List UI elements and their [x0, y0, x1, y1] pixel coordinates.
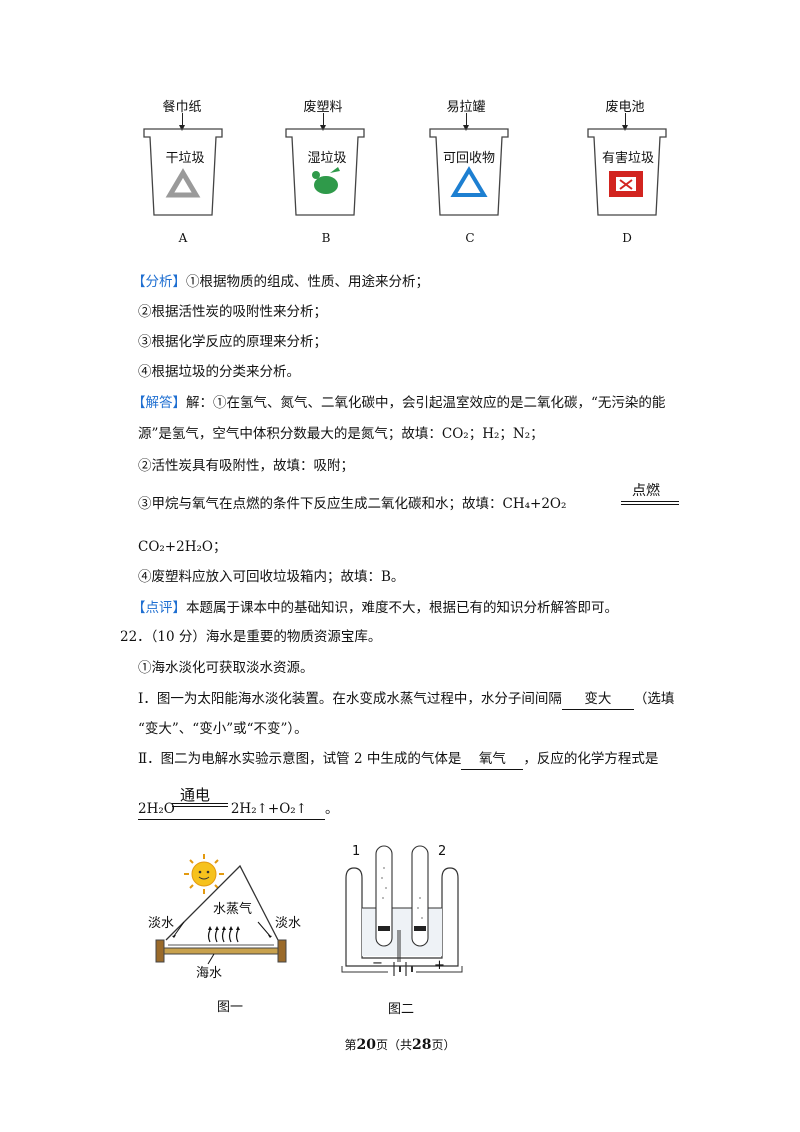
bin-letter-a: A	[178, 231, 188, 245]
blank-gas: 氧气	[461, 749, 524, 770]
page-total: 28	[412, 1037, 432, 1053]
fig1-caption: 图一	[217, 1000, 244, 1015]
analysis-tag: 【分析】	[132, 274, 186, 290]
analysis-line-2: ②根据活性炭的吸附性来分析；	[138, 304, 327, 320]
blank-spacing: 变大	[561, 689, 634, 710]
analysis-line-4: ④根据垃圾的分类来分析。	[138, 364, 300, 380]
fig1-sea: 海水	[196, 966, 223, 981]
answer-line-2: 源”是氢气，空气中体积分数最大的是氮气；故填：CO₂；H₂；N₂；	[138, 426, 544, 442]
answer-line-6: ④废塑料应放入可回收垃圾箱内；故填：B。	[138, 569, 405, 585]
eq-line-1	[621, 501, 679, 502]
q22-sub1: ①海水淡化可获取淡水资源。	[138, 660, 314, 676]
bin-name-b: 湿垃圾	[307, 151, 347, 166]
fig1-fresh-left: 淡水	[148, 916, 175, 931]
bin-letter-d: D	[622, 231, 632, 245]
answer-line-3: ②活性炭具有吸附性，故填：吸附；	[138, 458, 354, 474]
comment-tag: 【点评】	[132, 600, 186, 616]
answer-tag: 【解答】	[132, 395, 186, 411]
arrow-d	[622, 113, 628, 131]
fig2-caption: 图二	[388, 1002, 415, 1017]
electric-condition: 通电	[180, 786, 211, 804]
eq2-line-1	[172, 803, 228, 804]
bin-name-d: 有害垃圾	[601, 151, 654, 166]
bins-svg	[143, 128, 667, 216]
fig2-pos: +	[434, 958, 445, 973]
bin-item-label-c: 易拉罐	[446, 100, 486, 115]
page-number: 20	[356, 1037, 376, 1053]
fig2-diagram	[341, 845, 463, 976]
q22-part1: Ⅰ．图一为太阳能海水淡化装置。在水变成水蒸气过程中，水分子间间隔变大（选填	[138, 689, 674, 710]
analysis-line-3: ③根据化学反应的原理来分析；	[138, 334, 327, 350]
fig2-neg: −	[372, 956, 383, 971]
sun-icon	[184, 854, 224, 894]
arrow-a	[179, 113, 185, 131]
answer-line-5: CO₂+2H₂O；	[138, 539, 227, 555]
fig1-diagram	[155, 854, 287, 965]
bin-letter-b: B	[321, 231, 331, 245]
page-footer: 第20页（共28页）	[344, 1037, 456, 1053]
bin-item-label-d: 废电池	[605, 100, 645, 115]
arrow-c	[463, 113, 469, 131]
bin-name-a: 干垃圾	[165, 151, 205, 166]
comment-line: 【点评】本题属于课本中的基础知识，难度不大，根据已有的知识分析解答即可。	[132, 600, 618, 616]
bin-item-label-b: 废塑料	[303, 100, 343, 115]
fig2-tube1: 1	[352, 844, 361, 859]
bin-item-label-a: 餐巾纸	[162, 100, 202, 115]
answer-line-4: ③甲烷与氧气在点燃的条件下反应生成二氧化碳和水；故填：CH₄+2O₂	[138, 496, 567, 512]
answer-line-1: 【解答】解：①在氢气、氮气、二氧化碳中，会引起温室效应的是二氧化碳，“无污染的能	[132, 395, 666, 411]
analysis-line-1: 【分析】①根据物质的组成、性质、用途来分析；	[132, 274, 429, 290]
fig1-fresh-right: 淡水	[275, 916, 302, 931]
eq2-line-2	[172, 806, 228, 807]
bin-letter-c: C	[465, 231, 475, 245]
burn-condition: 点燃	[632, 483, 660, 499]
q22-part2: Ⅱ．图二为电解水实验示意图，试管 2 中生成的气体是氧气，反应的化学方程式是	[138, 749, 658, 770]
eq-line-2	[621, 504, 679, 505]
fig1-vapor: 水蒸气	[213, 902, 253, 917]
arrow-b	[320, 113, 326, 131]
q22-part1-cont: “变大”、“变小”或“不变”）。	[138, 721, 308, 737]
fig2-tube2: 2	[438, 844, 447, 859]
q22-stem: 22．（10 分）海水是重要的物质资源宝库。	[120, 629, 382, 645]
bin-name-c: 可回收物	[442, 151, 495, 166]
